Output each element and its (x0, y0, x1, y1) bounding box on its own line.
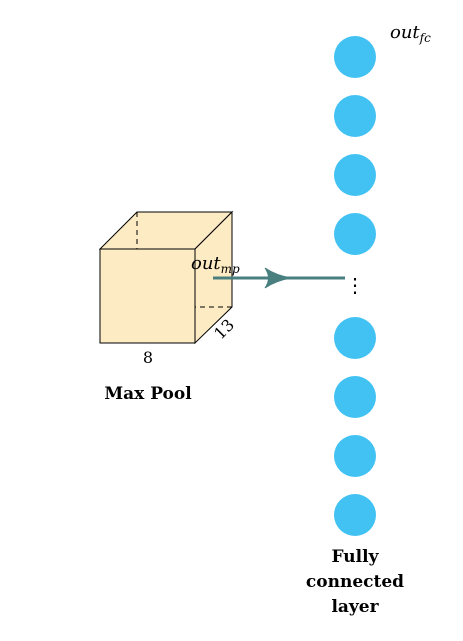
fc-caption-line-3: layer (331, 597, 379, 617)
dim-width-label: 8 (143, 348, 153, 367)
fc-node (334, 494, 376, 536)
cuboid-front-face (99, 248, 196, 344)
fc-node (334, 95, 376, 137)
fc-caption-line-1: Fully (331, 547, 379, 567)
fc-output-label: outfc (390, 22, 431, 45)
connection-arrow (213, 267, 345, 289)
fc-node (334, 154, 376, 196)
fc-nodes (334, 36, 376, 536)
fc-node (334, 317, 376, 359)
maxpool-caption: Max Pool (104, 384, 192, 404)
fc-caption: Fully connected layer (290, 545, 420, 620)
fc-output-label-sub: fc (419, 31, 431, 45)
fc-node (334, 376, 376, 418)
fc-caption-line-2: connected (305, 572, 405, 592)
arrow-head (264, 267, 293, 289)
fc-ellipsis: ⋮ (345, 273, 365, 297)
maxpool-cuboid (98, 210, 234, 345)
arrow-label-base: out (191, 253, 221, 274)
fc-node (334, 213, 376, 255)
fc-node (334, 435, 376, 477)
fc-output-label-base: out (390, 22, 420, 43)
arrow-label-sub: mp (221, 262, 240, 276)
fc-node (334, 36, 376, 78)
arrow-label: outmp (191, 253, 240, 276)
